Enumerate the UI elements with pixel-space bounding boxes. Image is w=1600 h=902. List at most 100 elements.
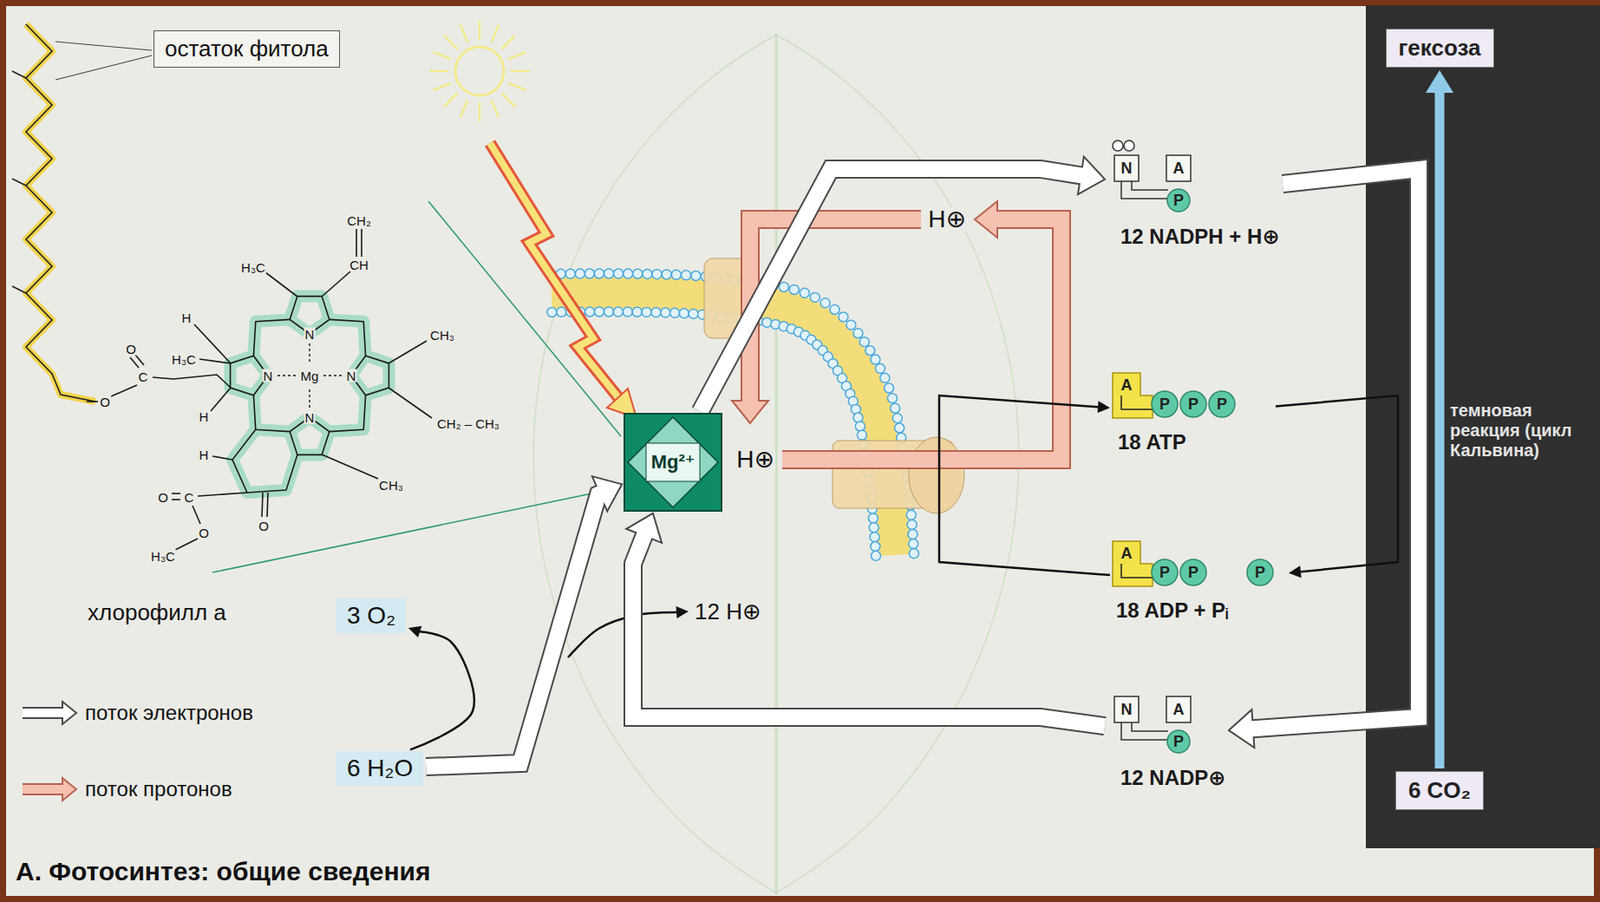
chlorophyll-structure [321, 454, 379, 479]
sun [429, 70, 449, 73]
molecule-icon [1131, 181, 1169, 190]
thylakoid-membrane [870, 542, 881, 552]
thylakoid-membrane [869, 532, 880, 543]
thylakoid-membrane [671, 269, 681, 280]
box-label: 3 O₂ [346, 601, 396, 630]
thylakoid-membrane [762, 317, 772, 327]
atom-label: O [124, 342, 138, 356]
leader-line [212, 201, 621, 573]
electron-flow-arrow [425, 492, 603, 767]
nadph-molecule: NAP12 NADPH + H⊕ [1107, 137, 1280, 249]
molecule-icon [1247, 559, 1274, 586]
phytol-chain [26, 24, 96, 402]
thylakoid-membrane [613, 268, 624, 279]
atom-label: N [262, 369, 275, 383]
atp-synthesis-arrow [939, 395, 1111, 575]
thylakoid-membrane [603, 306, 614, 317]
phytol-chain [55, 41, 152, 51]
chlorophyll-structure [86, 228, 432, 550]
chlorophyll-structure [135, 354, 144, 366]
molecule-icon [1121, 722, 1169, 740]
atom-label: N [346, 369, 358, 383]
molecule-icon [1112, 140, 1124, 151]
molecule-icon [1107, 679, 1212, 759]
chlorophyll-structure [267, 492, 268, 517]
atom-label: Mg [300, 369, 320, 383]
thylakoid-membrane [868, 522, 879, 533]
chlorophyll-structure [308, 389, 310, 409]
chlorophyll-structure [388, 340, 427, 364]
molecule-icon [1180, 391, 1207, 418]
ion-label: Mg²⁺ [624, 413, 722, 511]
chlorophyll-structure [86, 400, 98, 403]
thylakoid-membrane [846, 320, 856, 330]
proton-flow-arrow [750, 219, 921, 405]
thylakoid-membrane [907, 519, 917, 529]
thylakoid-membrane [868, 513, 878, 523]
atp-synthesis-arrow [1097, 400, 1111, 413]
thylakoid-membrane [880, 372, 890, 383]
thylakoid-membrane [865, 346, 876, 356]
thylakoid-membrane [632, 306, 642, 317]
electron-flow-arrow [425, 493, 600, 767]
chlorophyll-structure [329, 395, 366, 432]
sun [444, 35, 458, 50]
sun [478, 20, 482, 40]
proton-flow-arrow [731, 219, 921, 424]
figure-title: А. Фотосинтез: общие сведения [15, 856, 431, 887]
molecule-icon [1121, 181, 1169, 199]
legend-sample [19, 698, 80, 727]
box-label: остаток фитола [164, 35, 329, 63]
light-bolt [489, 143, 637, 418]
chlorophyll-structure [175, 538, 198, 550]
thylakoid-membrane [838, 312, 849, 322]
atp-use-arrow [1288, 565, 1302, 578]
chlorophyll-structure [130, 357, 139, 368]
molecule-icon [1166, 155, 1191, 182]
adp-molecule: APPP18 ADP + Pᵢ [1112, 541, 1287, 623]
sun [508, 83, 526, 91]
thylakoid-membrane [633, 268, 643, 279]
thylakoid-membrane [565, 268, 575, 279]
electron-flow-arrow [1228, 169, 1419, 748]
legend-item: поток электронов [19, 698, 254, 727]
thylakoid-membrane [853, 412, 863, 423]
electron-flow-arrow [700, 156, 1105, 412]
sun [478, 102, 482, 122]
chlorophyll-structure [329, 395, 366, 432]
sun [460, 24, 468, 42]
process-label: темновая реакция (цикл Кальвина) [1449, 400, 1596, 461]
atom-label: CH₂ – CH₃ [436, 417, 501, 431]
chlorophyll-structure [210, 387, 231, 412]
electron-flow-arrow [1253, 169, 1419, 729]
atom-label: H [181, 311, 193, 325]
chlorophyll-structure [232, 429, 298, 493]
chlorophyll-structure [111, 385, 138, 397]
molecule-caption: 12 NADP⊕ [1120, 765, 1226, 791]
leaf-outline [775, 34, 778, 895]
label-box: остаток фитола [153, 30, 340, 68]
sun [491, 99, 499, 118]
chlorophyll-structure [152, 374, 231, 388]
atom-label: CH [348, 258, 370, 272]
sun [508, 52, 526, 59]
sun [432, 52, 451, 59]
thylakoid-membrane [660, 307, 671, 318]
molecule-icon [1114, 696, 1139, 723]
oxygen-release-arrow [408, 626, 422, 638]
leader-line [212, 487, 621, 573]
box-label: 6 CO₂ [1408, 777, 1471, 804]
thylakoid-membrane [652, 269, 662, 280]
leader-line [428, 201, 621, 437]
legend-sample [19, 775, 80, 804]
calvin-cycle-arrow [1435, 92, 1445, 769]
proton-flow-arrow [782, 219, 1062, 460]
molecule-icon [1121, 563, 1153, 578]
legend-text: поток электронов [84, 700, 254, 725]
phytol-chain [12, 71, 27, 79]
chlorophyll-structure [194, 324, 231, 364]
thylakoid-membrane [856, 430, 867, 440]
thylakoid-membrane [908, 539, 919, 549]
thylakoid-membrane [670, 307, 680, 318]
